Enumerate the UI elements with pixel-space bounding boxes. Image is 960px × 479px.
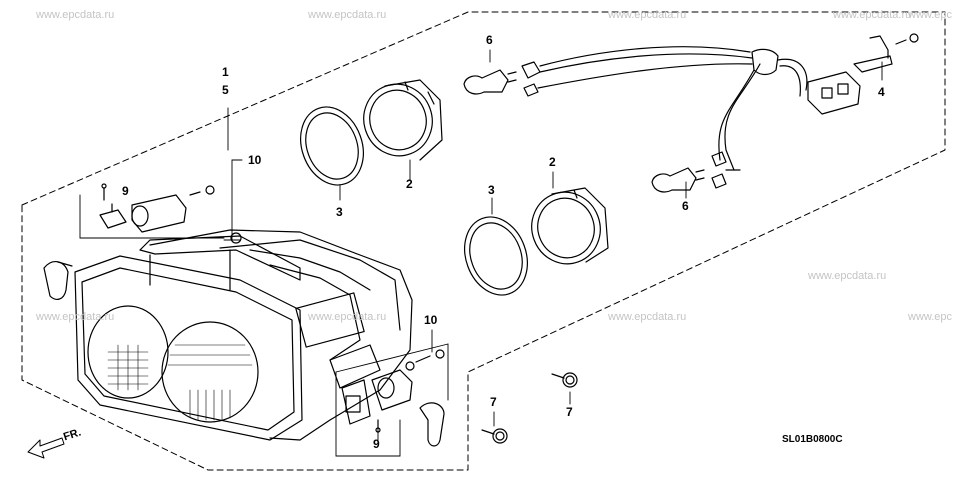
aiming-motor-upper <box>99 183 215 233</box>
leader-lines <box>223 49 883 441</box>
callout-part-6-lower: 6 <box>682 199 689 213</box>
bulb-upper <box>463 69 517 95</box>
assembly-boundary-dashed <box>21 11 946 471</box>
front-direction-arrow <box>27 437 65 459</box>
wiring-harness <box>521 46 861 189</box>
drawing-reference-code: SL01B0800C <box>782 434 843 445</box>
aiming-motor-lower <box>341 349 445 433</box>
callout-part-1: 1 <box>222 65 229 79</box>
bracket-part4 <box>853 33 919 73</box>
watermark-text: www.epcdata.ru <box>36 9 115 21</box>
callout-part-10-upper: 10 <box>248 153 262 167</box>
watermark-text: www.epcdata.ru <box>608 9 687 21</box>
callout-part-4: 4 <box>878 85 885 99</box>
watermark-text: www.epcdata.ru <box>36 311 115 323</box>
watermark-text: www.epcdata.ru <box>808 270 887 282</box>
group-box-lower <box>335 343 449 457</box>
headlight-housing <box>43 229 413 441</box>
lower-hose-connector <box>419 402 445 447</box>
lens-lamp-right <box>161 321 259 423</box>
watermark-text: www.epcdata.ru <box>308 311 387 323</box>
screw-part7-lower <box>481 428 508 444</box>
callout-part-5: 5 <box>222 83 229 97</box>
watermark-text: www.epc <box>908 9 953 21</box>
socket-ring-lower <box>531 187 609 265</box>
callout-part-2-upper: 2 <box>406 177 413 191</box>
watermark-text: www.epc <box>908 311 953 323</box>
bulb-lower <box>651 167 705 193</box>
callout-part-7-lower: 7 <box>490 395 497 409</box>
watermark-text: www.epcdata.ru <box>608 311 687 323</box>
lens-lamp-left <box>87 305 169 399</box>
screw-part7-upper <box>551 372 578 388</box>
callout-part-3-upper: 3 <box>336 205 343 219</box>
callout-part-7-upper: 7 <box>566 405 573 419</box>
callout-part-10-lower: 10 <box>424 313 438 327</box>
callout-part-6-upper: 6 <box>486 33 493 47</box>
seal-ring-lower <box>464 216 528 296</box>
callout-part-9-upper: 9 <box>122 184 129 198</box>
watermark-text: www.epcdata.ru <box>308 9 387 21</box>
watermark-text: www.epcdata.ru <box>833 9 912 21</box>
callout-part-2-lower: 2 <box>549 155 556 169</box>
callout-part-3-lower: 3 <box>488 183 495 197</box>
socket-ring-upper <box>363 79 443 161</box>
seal-ring-upper <box>300 106 364 186</box>
callout-part-9-lower: 9 <box>373 437 380 451</box>
